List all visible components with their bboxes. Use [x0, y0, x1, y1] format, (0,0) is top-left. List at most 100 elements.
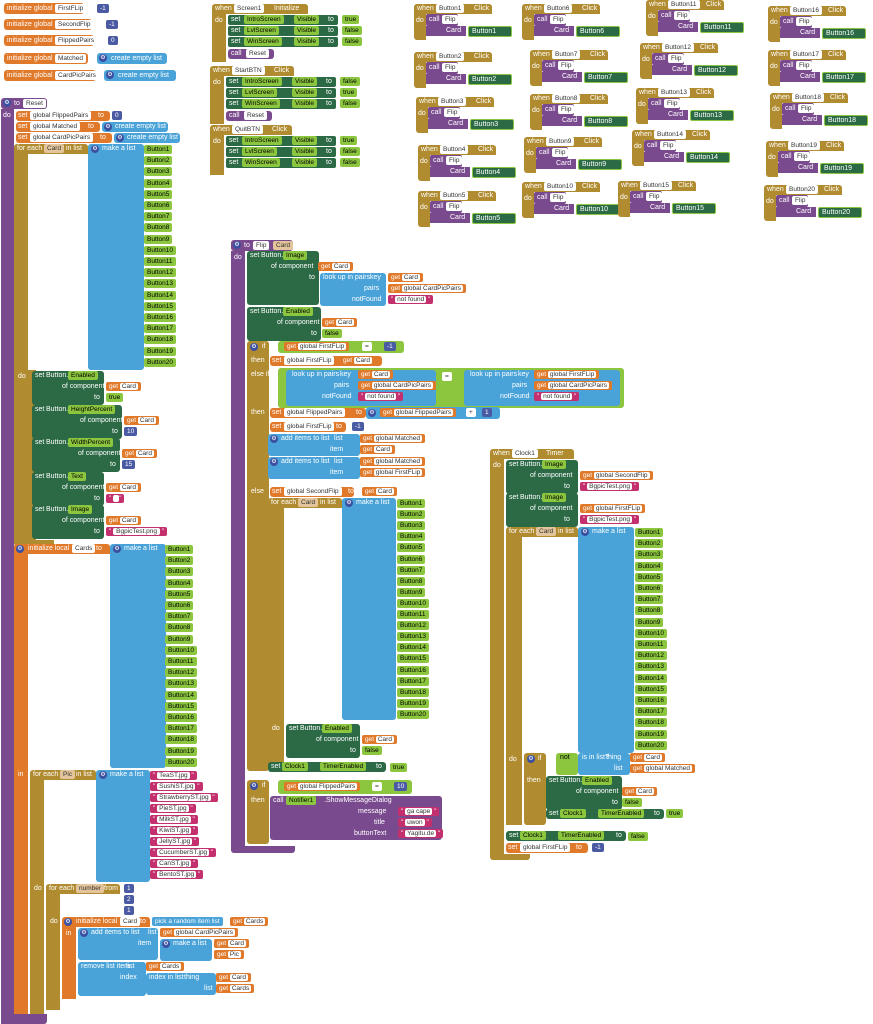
- set-button-image[interactable]: set Button. Image of component to: [32, 505, 104, 539]
- index-in-list[interactable]: index in list thing list: [146, 973, 216, 995]
- button-slot[interactable]: Button11: [144, 257, 176, 266]
- button-arg[interactable]: Button12: [694, 65, 738, 76]
- init-global-cardpicpairs[interactable]: initialize global CardPicPairs: [4, 70, 99, 81]
- button-arg[interactable]: Button3: [470, 119, 514, 130]
- startbtn-click-header[interactable]: when StartBTN Click: [210, 66, 294, 76]
- quitbtn-click-header[interactable]: when QuitBTN Click: [210, 125, 292, 135]
- clock-timer-header[interactable]: when Clock1 Timer: [490, 449, 574, 459]
- matched-empty-list[interactable]: ⚙ create empty list: [102, 122, 168, 132]
- button-slot[interactable]: Button14: [165, 690, 198, 700]
- init-global-matched[interactable]: initialize global Matched: [4, 53, 88, 64]
- flip-set-firstflip-neg[interactable]: set global FirstFLip to: [270, 422, 346, 432]
- screen1-initialize-header[interactable]: when Screen1 Initialize: [212, 4, 308, 14]
- button-slot[interactable]: Button8: [397, 576, 426, 586]
- clock-not[interactable]: not: [556, 753, 578, 775]
- button-arg[interactable]: Button2: [468, 74, 512, 85]
- button-slot[interactable]: Button2: [165, 556, 194, 566]
- flip-compare-1[interactable]: get global FirstFLip = -1: [278, 341, 404, 353]
- flip-set-image[interactable]: set Button. Image of component to: [247, 251, 319, 305]
- get-cards-1[interactable]: get Cards: [230, 917, 269, 926]
- button-slot[interactable]: Button20: [635, 740, 668, 750]
- flip-lookup-3[interactable]: look up in pairs key pairs notFound get …: [464, 370, 620, 406]
- button-slot[interactable]: Button3: [144, 167, 173, 177]
- flip-add-matched-1[interactable]: ⚙ add items to list list item: [268, 434, 360, 456]
- button-arg[interactable]: Button18: [824, 115, 868, 126]
- button-slot[interactable]: Button18: [397, 687, 430, 697]
- get-cards-2[interactable]: get Cards: [146, 962, 185, 971]
- get-global-cardpicpairs[interactable]: get global CardPicPairs: [160, 928, 238, 937]
- reset-foreach-header[interactable]: for each Card in list: [14, 144, 88, 154]
- button-slot[interactable]: Button10: [144, 245, 177, 255]
- button-slot[interactable]: Button2: [635, 539, 664, 549]
- button-slot[interactable]: Button4: [635, 561, 664, 571]
- button-arg[interactable]: Button20: [818, 207, 862, 218]
- button-slot[interactable]: Button17: [144, 324, 177, 334]
- foreach-pic-header[interactable]: for each Pic in list: [30, 770, 96, 780]
- get-card-local-2[interactable]: get Card: [216, 973, 251, 982]
- button-arg[interactable]: Button15: [672, 203, 716, 214]
- button-slot[interactable]: Button19: [635, 729, 668, 739]
- button-slot[interactable]: Button10: [165, 645, 198, 655]
- get-card-1[interactable]: get Card: [106, 382, 141, 391]
- button-slot[interactable]: Button10: [635, 628, 668, 638]
- button-arg[interactable]: Button13: [690, 110, 734, 121]
- button-slot[interactable]: Button19: [165, 746, 198, 756]
- button-slot[interactable]: Button17: [635, 707, 668, 717]
- button-slot[interactable]: Button20: [144, 357, 177, 367]
- button-arg[interactable]: Button14: [686, 152, 730, 163]
- flip-header[interactable]: ⚙ to Flip Card: [231, 240, 294, 251]
- button-slot[interactable]: Button6: [165, 601, 194, 610]
- flip-get-matched-1[interactable]: get global Matched: [360, 434, 425, 443]
- set-button-enabled[interactable]: set Button. Enabled of component to: [32, 371, 104, 405]
- button-slot[interactable]: Button8: [165, 623, 194, 633]
- button-slot[interactable]: Button3: [635, 550, 664, 560]
- clock-set-timer-true[interactable]: set Clock1 TimerEnabled to: [546, 809, 664, 819]
- call-reset-2[interactable]: call Reset: [226, 111, 272, 121]
- button-slot[interactable]: Button12: [397, 621, 430, 631]
- flip-get-card-7[interactable]: get Card: [362, 735, 397, 744]
- cardpicpairs-create-empty-list[interactable]: ⚙ create empty list: [104, 70, 176, 81]
- matched-create-empty-list[interactable]: ⚙ create empty list: [97, 53, 167, 64]
- button-slot[interactable]: Button1: [635, 528, 664, 537]
- set-flippedpairs[interactable]: set global FlippedPairs to: [16, 111, 110, 121]
- button-slot[interactable]: Button5: [144, 189, 173, 199]
- flip-compare-3[interactable]: get global FlippedPairs = 10: [278, 780, 412, 794]
- button-arg[interactable]: Button19: [820, 163, 864, 174]
- button-slot[interactable]: Button2: [397, 510, 426, 520]
- button-slot[interactable]: Button17: [165, 724, 198, 734]
- add-items-cardpicpairs[interactable]: ⚙ add items to list list item: [78, 928, 158, 960]
- button-slot[interactable]: Button6: [635, 584, 664, 593]
- button-slot[interactable]: Button5: [635, 572, 664, 582]
- button-slot[interactable]: Button3: [397, 521, 426, 531]
- button-slot[interactable]: Button2: [144, 156, 173, 166]
- button-slot[interactable]: Button11: [165, 657, 197, 666]
- button-slot[interactable]: Button14: [635, 673, 668, 683]
- button-slot[interactable]: Button10: [397, 598, 430, 608]
- cardpicpairs-empty-list[interactable]: ⚙ create empty list: [114, 133, 180, 143]
- flip-add-1[interactable]: ⚙ get global FlippedPairs + 1: [366, 407, 500, 419]
- button-slot[interactable]: Button20: [397, 709, 430, 719]
- button-slot[interactable]: Button1: [397, 499, 426, 508]
- remove-list-item[interactable]: remove list item list index: [78, 962, 146, 996]
- get-card-3[interactable]: get Card: [122, 449, 157, 458]
